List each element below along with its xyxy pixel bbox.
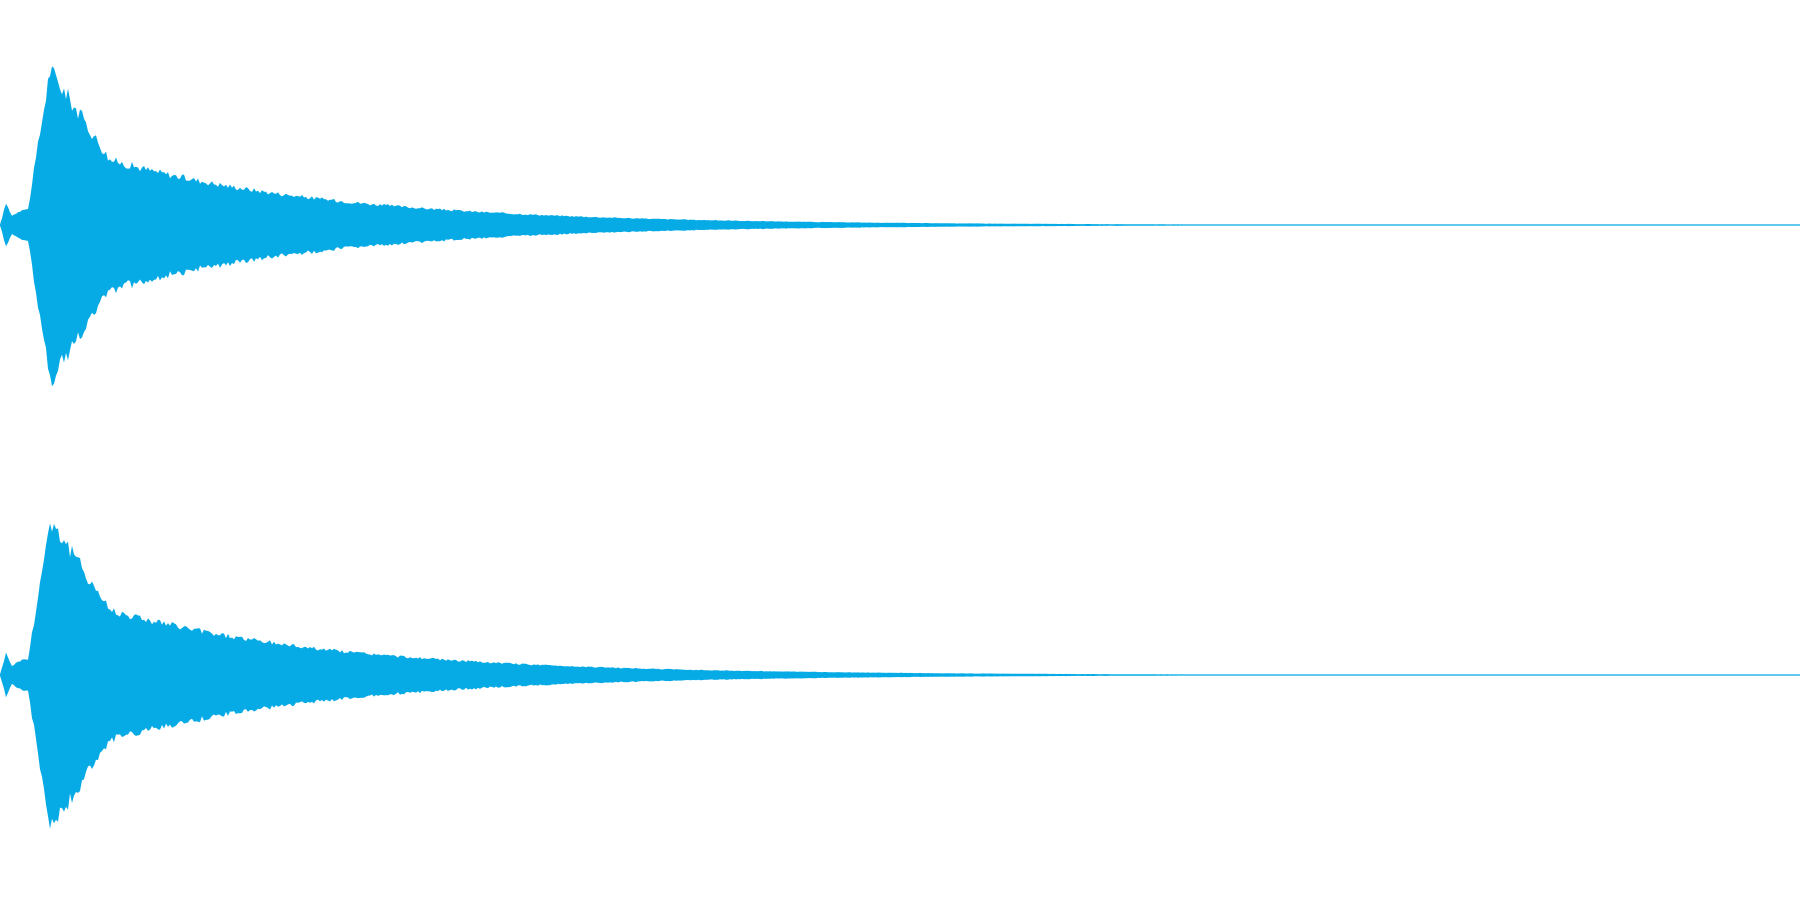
channel-1-waveform — [0, 66, 1800, 387]
waveform-envelope — [0, 66, 1800, 387]
waveform-envelope — [0, 523, 1800, 829]
channel-2-waveform — [0, 523, 1800, 829]
